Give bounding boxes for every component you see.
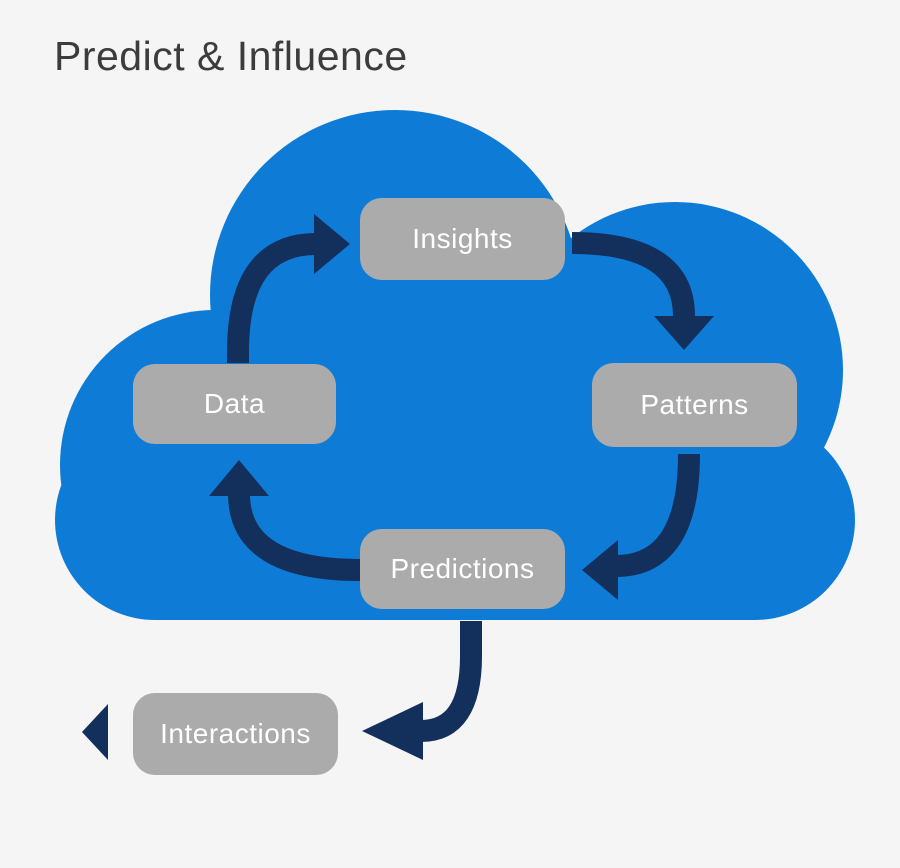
cloud-base <box>55 420 855 620</box>
arrowhead-down-icon <box>654 316 714 350</box>
node-data: Data <box>133 364 336 444</box>
arrow-predictions-to-data <box>209 460 361 581</box>
node-data-label: Data <box>203 388 266 419</box>
arrow-predictions-to-interactions <box>362 621 482 760</box>
arrowhead-up-icon <box>209 460 269 496</box>
arrow-data-to-insights <box>227 214 350 363</box>
arrowhead-left-icon <box>362 702 423 760</box>
node-interactions-label: Interactions <box>160 718 311 749</box>
node-patterns: Patterns <box>592 363 797 447</box>
node-patterns-label: Patterns <box>640 389 749 420</box>
page-title: Predict & Influence <box>54 33 408 79</box>
node-interactions: Interactions <box>133 693 338 775</box>
arrowhead-right-icon <box>314 214 350 274</box>
node-insights: Insights <box>360 198 565 280</box>
arrow-patterns-to-predictions <box>582 453 700 600</box>
node-predictions: Predictions <box>360 529 565 609</box>
node-insights-label: Insights <box>412 223 513 254</box>
arrowhead-left-icon <box>582 540 618 600</box>
arrow-insights-to-patterns <box>571 232 714 350</box>
left-exit-triangle-icon <box>82 704 108 760</box>
node-predictions-label: Predictions <box>390 553 535 584</box>
